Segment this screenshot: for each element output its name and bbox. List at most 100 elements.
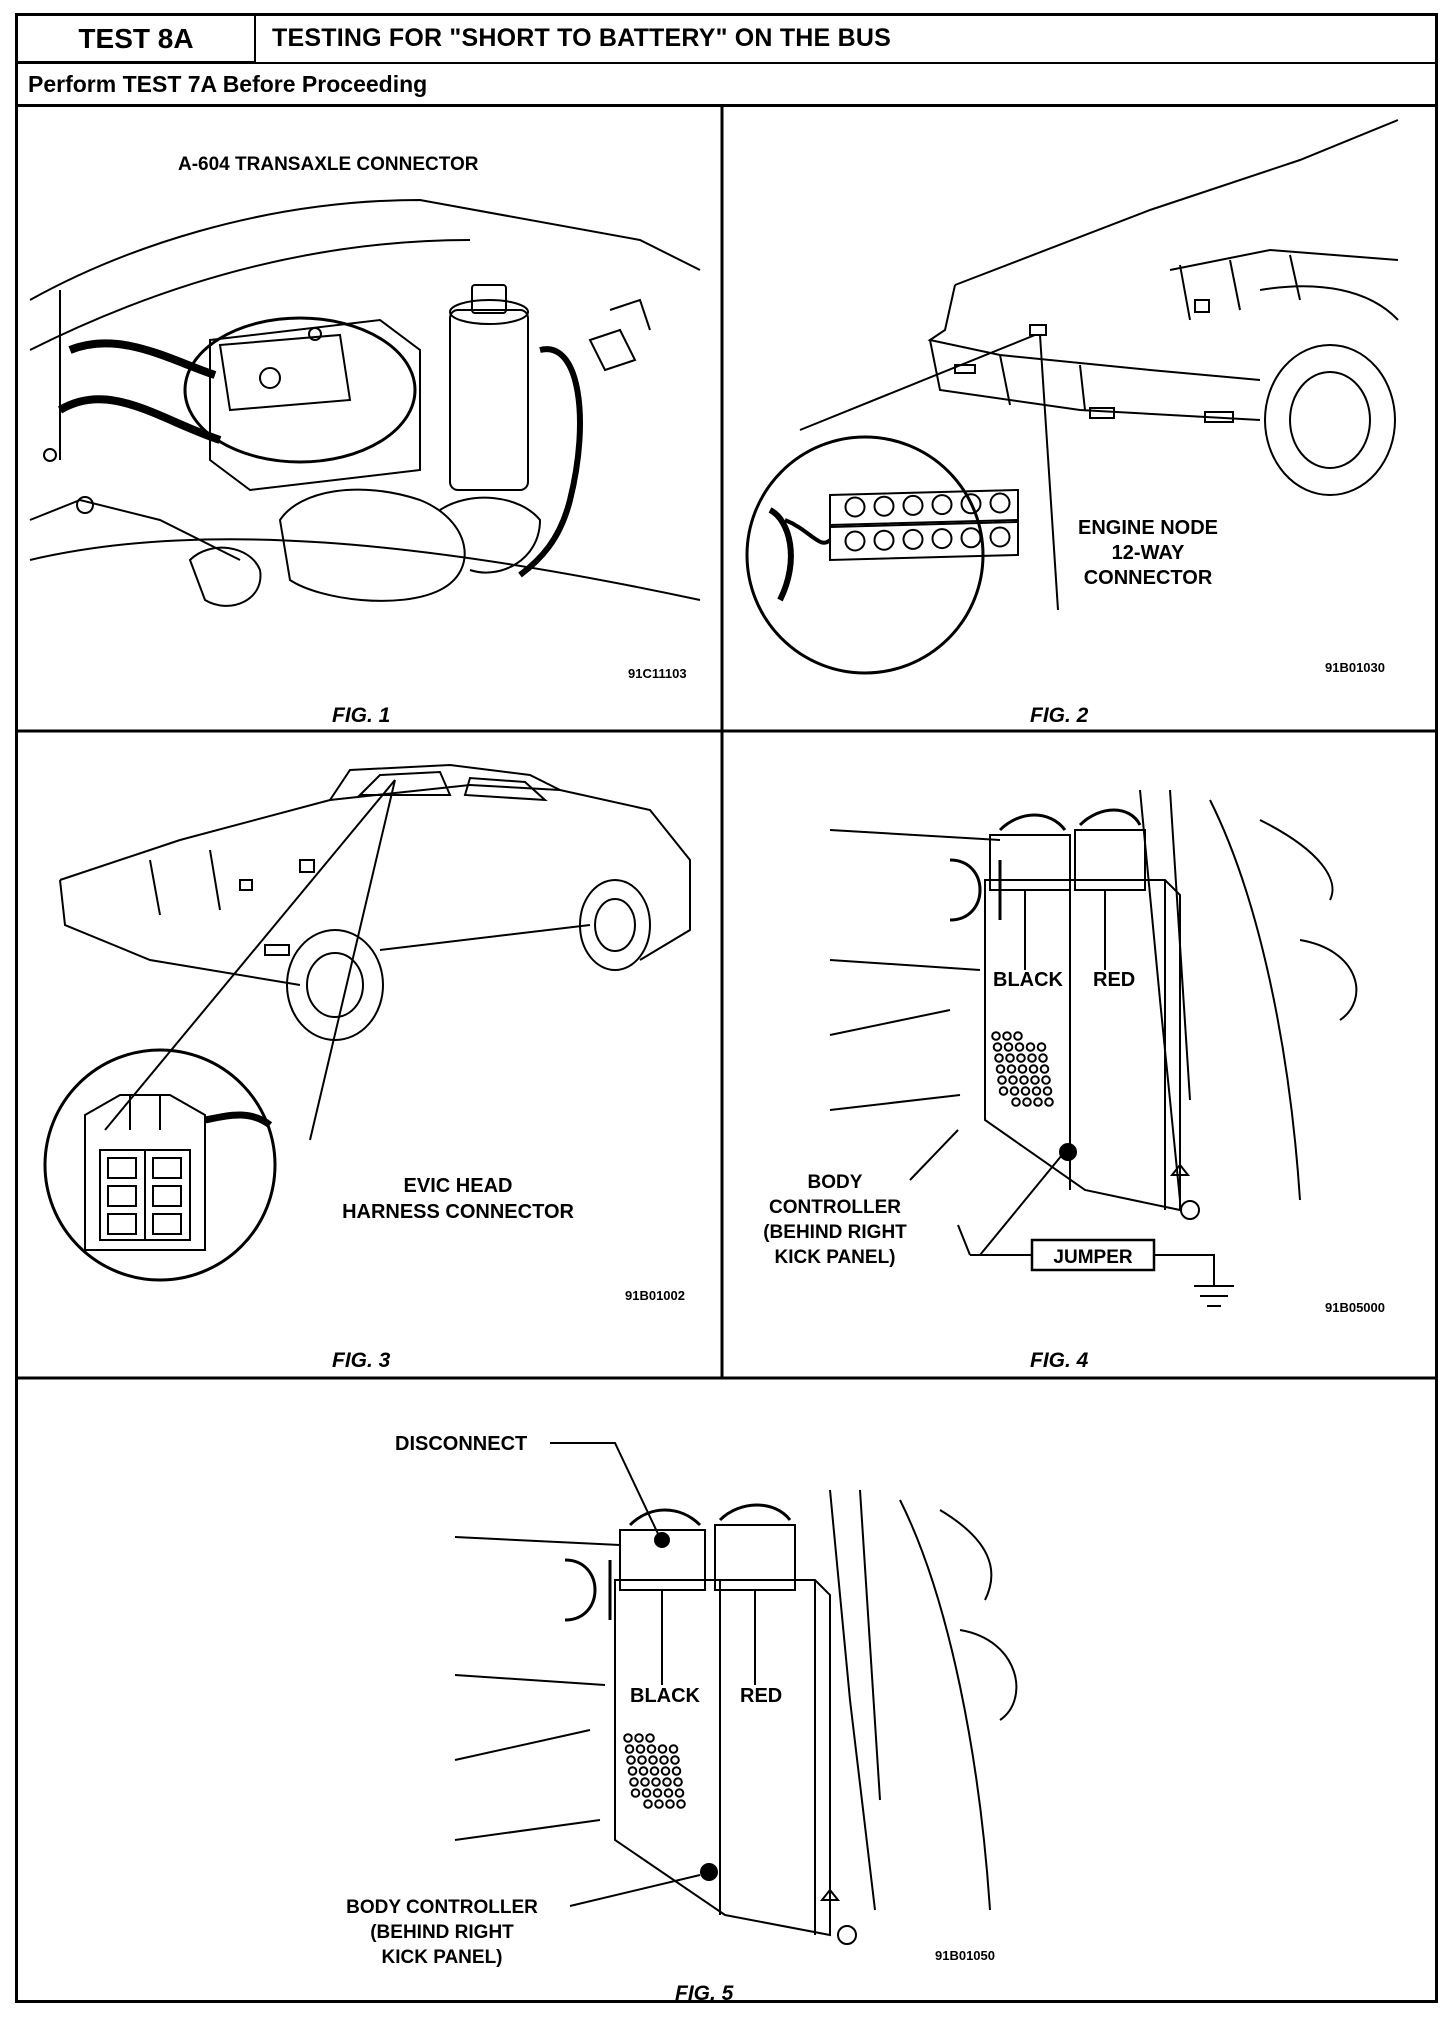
- connector-cavity: [152, 1185, 182, 1207]
- fig4-label-kick: KICK PANEL): [774, 1247, 895, 1268]
- prerequisite-note: Perform TEST 7A Before Proceeding: [28, 71, 428, 97]
- fig4-label-red: RED: [1093, 969, 1135, 991]
- fig5-caption: FIG. 5: [675, 1982, 734, 2005]
- fig4-label-controller: CONTROLLER: [769, 1197, 901, 1218]
- subheader-divider: [18, 104, 1435, 107]
- fig4-label-black: BLACK: [993, 969, 1064, 991]
- vent-hole: [1033, 1097, 1043, 1107]
- vent-hole: [630, 1788, 641, 1798]
- vent-hole: [651, 1777, 661, 1787]
- vent-hole: [649, 1766, 660, 1776]
- fig5-label-behind: (BEHIND RIGHT: [370, 1922, 514, 1943]
- vent-hole: [674, 1788, 685, 1798]
- vent-hole: [662, 1777, 672, 1787]
- vent-hole: [646, 1744, 657, 1754]
- fig5-label-black: BLACK: [630, 1685, 701, 1707]
- fig1-code: 91C11103: [628, 666, 687, 681]
- fig3-caption: FIG. 3: [332, 1349, 391, 1372]
- vent-hole: [629, 1777, 639, 1787]
- fig2-connector-pins: [844, 492, 1011, 552]
- fig1-label-transaxle: A-604 TRANSAXLE CONNECTOR: [178, 154, 479, 175]
- vent-hole: [1027, 1053, 1037, 1063]
- figure-5-body-controller: [454, 1442, 1018, 1945]
- connector-pin: [931, 494, 953, 516]
- vent-hole: [1019, 1075, 1029, 1085]
- vent-hole: [997, 1075, 1007, 1085]
- fig4-label-body: BODY: [808, 1172, 863, 1193]
- fig4-code: 91B05000: [1325, 1300, 1385, 1315]
- connector-cavity: [152, 1157, 182, 1179]
- vent-hole: [671, 1766, 682, 1776]
- vent-hole: [1008, 1075, 1018, 1085]
- vent-hole: [627, 1766, 638, 1776]
- fig5-vent-holes: [623, 1733, 686, 1809]
- fig1-caption: FIG. 1: [332, 704, 390, 727]
- test-procedure-page: TEST 8A TESTING FOR "SHORT TO BATTERY" O…: [15, 13, 1438, 2003]
- connector-cavity: [107, 1157, 137, 1179]
- fig3-label-harness: HARNESS CONNECTOR: [342, 1201, 574, 1223]
- vent-hole: [995, 1064, 1006, 1074]
- vent-hole: [676, 1799, 686, 1809]
- vent-hole: [1036, 1042, 1047, 1052]
- fig2-label-connector: CONNECTOR: [1084, 567, 1213, 589]
- connector-pin: [873, 529, 895, 551]
- vent-hole: [1017, 1064, 1028, 1074]
- fig4-label-jumper: JUMPER: [1053, 1247, 1132, 1268]
- fig3-code: 91B01002: [625, 1288, 685, 1303]
- connector-cavity: [107, 1213, 137, 1235]
- fig4-label-behind: (BEHIND RIGHT: [763, 1222, 907, 1243]
- connector-pin: [989, 492, 1011, 514]
- fig2-label-engine-node: ENGINE NODE: [1078, 517, 1218, 539]
- vent-hole: [652, 1788, 663, 1798]
- header-divider: [18, 62, 1435, 64]
- vent-hole: [1041, 1075, 1051, 1085]
- vent-hole: [670, 1755, 680, 1765]
- fig3-label-evic-head: EVIC HEAD: [404, 1175, 513, 1197]
- connector-pin: [873, 495, 895, 517]
- vent-hole: [1013, 1031, 1023, 1041]
- vent-hole: [1031, 1086, 1042, 1096]
- fig4-vent-holes: [991, 1031, 1054, 1107]
- test-title: TESTING FOR "SHORT TO BATTERY" ON THE BU…: [272, 24, 891, 52]
- connector-cavity: [107, 1185, 137, 1207]
- connector-pin: [902, 528, 924, 550]
- connector-pin: [989, 526, 1011, 548]
- vent-hole: [643, 1799, 653, 1809]
- vent-hole: [1039, 1064, 1050, 1074]
- vent-hole: [998, 1086, 1009, 1096]
- fig5-label-red: RED: [740, 1685, 782, 1707]
- vent-hole: [673, 1777, 683, 1787]
- vent-hole: [991, 1031, 1001, 1041]
- fig5-label-body-controller: BODY CONTROLLER: [346, 1897, 538, 1918]
- vent-hole: [1005, 1053, 1015, 1063]
- vent-hole: [1002, 1031, 1012, 1041]
- vent-hole: [1028, 1064, 1039, 1074]
- vent-hole: [648, 1755, 658, 1765]
- fig2-code: 91B01030: [1325, 660, 1385, 675]
- vent-hole: [663, 1788, 674, 1798]
- connector-cavity: [152, 1213, 182, 1235]
- fig4-caption: FIG. 4: [1030, 1349, 1089, 1372]
- vent-hole: [1009, 1086, 1020, 1096]
- figure-3-sedan: [43, 763, 691, 1282]
- vent-hole: [654, 1799, 664, 1809]
- vent-hole: [668, 1744, 679, 1754]
- vent-hole: [640, 1777, 650, 1787]
- vent-hole: [1025, 1042, 1036, 1052]
- fig2-caption: FIG. 2: [1030, 704, 1089, 727]
- connector-pin: [844, 496, 866, 518]
- vent-hole: [635, 1744, 646, 1754]
- figure-4-body-controller: [829, 789, 1358, 1307]
- figure-1-engine-bay: [29, 198, 701, 607]
- fig2-label-12-way: 12-WAY: [1112, 542, 1185, 564]
- fig5-code: 91B01050: [935, 1948, 995, 1963]
- vent-hole: [1016, 1053, 1026, 1063]
- vent-hole: [1042, 1086, 1053, 1096]
- vent-hole: [634, 1733, 644, 1743]
- vent-hole: [1003, 1042, 1014, 1052]
- vent-hole: [657, 1744, 668, 1754]
- vent-hole: [624, 1744, 635, 1754]
- vent-hole: [1022, 1097, 1032, 1107]
- fig5-label-kick: KICK PANEL): [381, 1947, 502, 1968]
